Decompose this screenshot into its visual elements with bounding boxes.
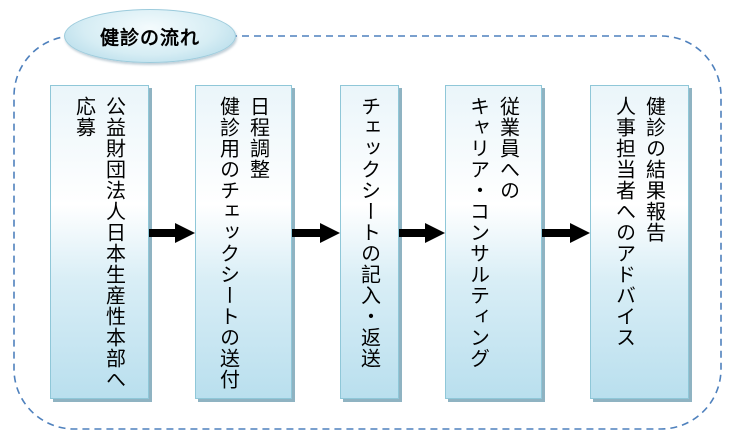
- right-arrow-icon: [149, 223, 195, 243]
- right-arrow-icon: [542, 223, 590, 243]
- step-3-line-1: チェックシートの記入・返送: [357, 96, 382, 369]
- step-1-line-1: 公益財団法人日本生産性本部へ: [102, 96, 127, 390]
- right-arrow-icon: [399, 223, 445, 243]
- step-4-line-1: 従業員への: [496, 96, 521, 201]
- step-box-5: 健診の結果報告 人事担当者へのアドバイス: [590, 85, 689, 399]
- title-ellipse: 健診の流れ: [64, 9, 236, 63]
- step-box-1: 公益財団法人日本生産性本部へ 応募: [50, 85, 149, 399]
- step-5-line-2: 人事担当者へのアドバイス: [612, 96, 637, 348]
- step-2-line-1: 日程調整: [246, 96, 271, 180]
- step-box-2: 日程調整 健診用のチェックシートの送付: [195, 85, 292, 399]
- step-box-3: チェックシートの記入・返送: [340, 85, 399, 399]
- step-1-line-2: 応募: [72, 96, 97, 138]
- diagram-title: 健診の流れ: [99, 26, 200, 49]
- step-2-line-2: 健診用のチェックシートの送付: [216, 96, 241, 390]
- right-arrow-icon: [292, 223, 340, 243]
- step-box-4: 従業員への キャリア・コンサルティング: [445, 85, 542, 399]
- step-4-line-2: キャリア・コンサルティング: [466, 96, 491, 369]
- step-5-line-1: 健診の結果報告: [642, 96, 667, 243]
